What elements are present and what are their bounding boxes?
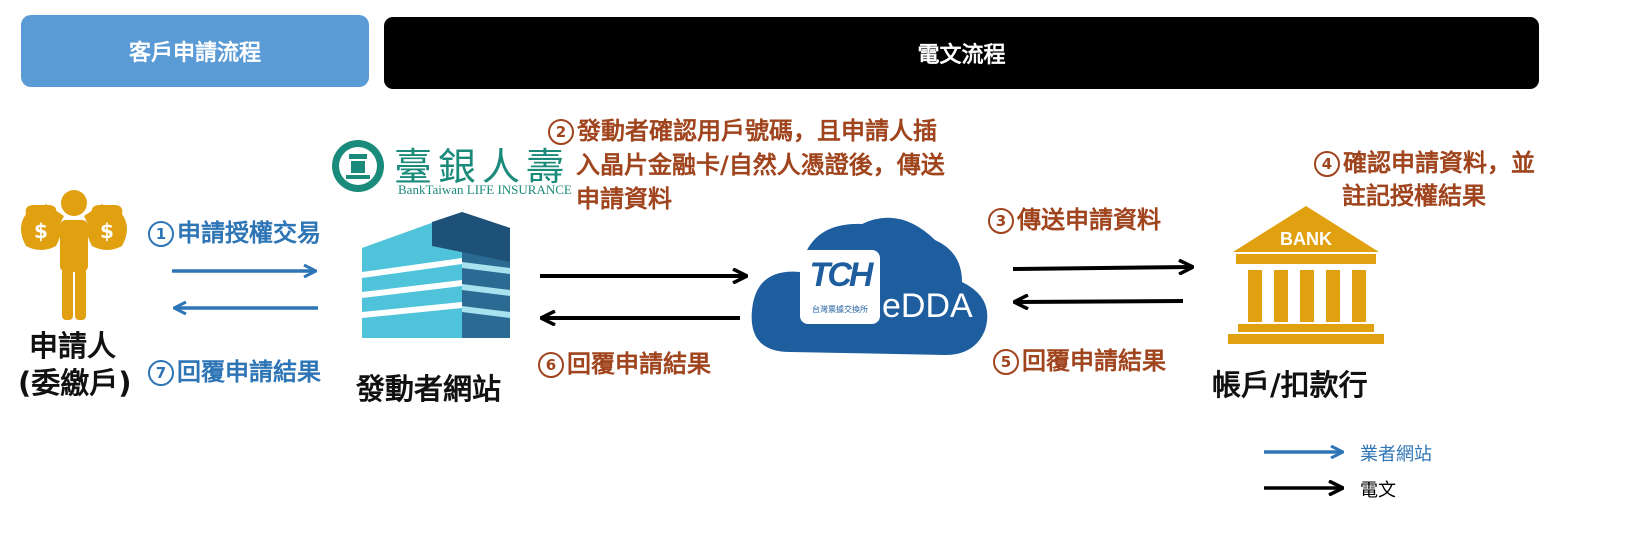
step-7-number: 7 [148, 360, 174, 386]
step-6-text: 回覆申請結果 [567, 350, 711, 378]
applicant-sub-label: (委繳戶) [18, 366, 132, 400]
tch-badge-logo: TCH [809, 256, 874, 294]
message-flow-title: 電文流程 [917, 43, 1006, 68]
bank-label: 帳戶/扣款行 [1212, 368, 1368, 402]
initiator-building-icon [362, 212, 510, 338]
bank-taiwan-logo-english: BankTaiwan LIFE INSURANCE [398, 182, 572, 197]
step-7-text: 回覆申請結果 [177, 358, 321, 386]
step-1-text: 申請授權交易 [177, 219, 321, 247]
message-flow-header: 電文流程 [384, 17, 1539, 89]
step-5-number: 5 [993, 349, 1019, 375]
step-6-number: 6 [538, 352, 564, 378]
step-2-line-1: 發動者確認用戶號碼，且申請人插 [577, 117, 937, 145]
step-2-line-2: 入晶片金融卡/自然人憑證後，傳送 [576, 151, 945, 179]
arrow-edda-to-bank [1012, 267, 1192, 269]
edda-label: eDDA [882, 287, 973, 325]
arrow-bank-to-edda [1015, 301, 1184, 302]
tch-badge-subtitle: 台灣票據交換所 [812, 305, 868, 314]
step-4-line-1: 確認申請資料，並 [1343, 149, 1535, 177]
step-5-text: 回覆申請結果 [1022, 347, 1166, 375]
bank-taiwan-logo-emblem-icon [332, 140, 384, 192]
applicant-label: 申請人 [29, 329, 117, 363]
svg-text:$: $ [100, 219, 114, 243]
applicant-person-icon: $ $ [21, 190, 127, 320]
legend-blue-label: 業者網站 [1360, 444, 1432, 465]
bank-taiwan-logo-chinese: 臺銀人壽 [394, 145, 571, 189]
step-4-number: 4 [1314, 151, 1340, 177]
step-2-number: 2 [548, 119, 574, 145]
bank-sign-label: BANK [1280, 229, 1332, 249]
edda-cloud-icon [751, 217, 988, 355]
step-4-line-2: 註記授權結果 [1342, 182, 1486, 210]
customer-flow-header: 客戶申請流程 [21, 15, 369, 87]
bank-building-icon [1228, 206, 1384, 344]
step-3-text: 傳送申請資料 [1017, 206, 1161, 234]
initiator-label: 發動者網站 [356, 372, 502, 406]
step-1-number: 1 [148, 221, 174, 247]
svg-text:$: $ [34, 219, 48, 243]
customer-flow-title: 客戶申請流程 [128, 41, 261, 66]
step-3-number: 3 [988, 208, 1014, 234]
legend-black-label: 電文 [1360, 480, 1396, 501]
step-2-line-3: 申請資料 [576, 185, 672, 213]
